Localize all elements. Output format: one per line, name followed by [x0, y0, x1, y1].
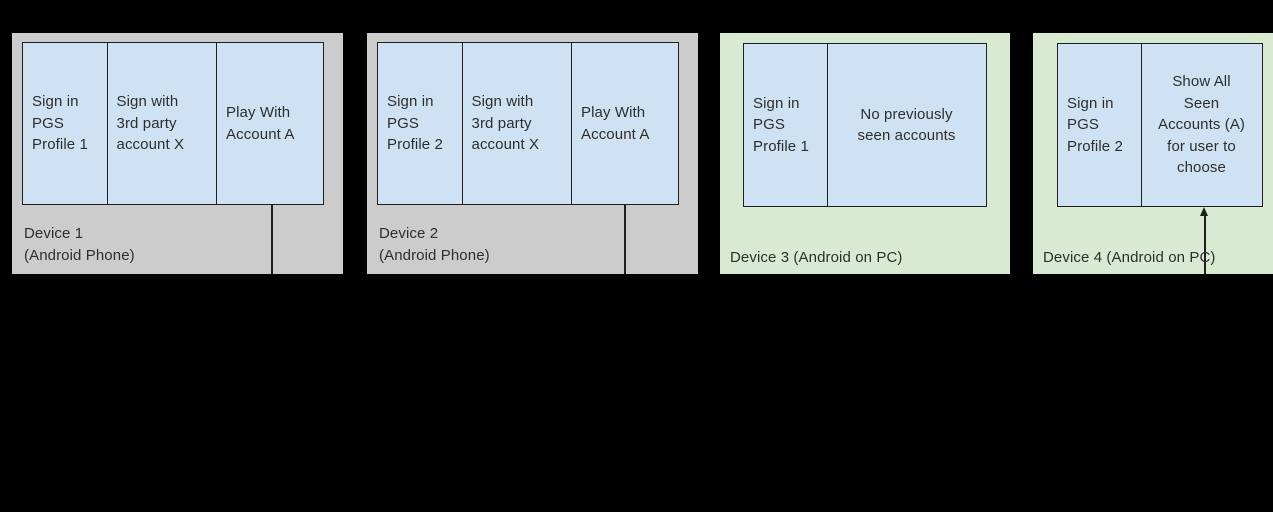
device-2-step-play-account-a: Play With Account A: [571, 42, 679, 205]
device-2-steps: Sign in PGS Profile 2 Sign with 3rd part…: [377, 42, 679, 205]
device-1-steps: Sign in PGS Profile 1 Sign with 3rd part…: [22, 42, 324, 205]
up-arrow-icon: [1200, 207, 1208, 216]
device-3-step-sign-in-pgs: Sign in PGS Profile 1: [743, 43, 828, 207]
device-2-label: Device 2 (Android Phone): [379, 225, 490, 264]
device-1-card: Sign in PGS Profile 1 Sign with 3rd part…: [12, 33, 343, 274]
device-4-step-sign-in-pgs: Sign in PGS Profile 2: [1057, 43, 1142, 207]
device-2-step-sign-in-pgs: Sign in PGS Profile 2: [377, 42, 463, 205]
device-1-label: Device 1 (Android Phone): [24, 225, 135, 264]
device-4-arrow-line: [1204, 215, 1206, 274]
device-4-card: Sign in PGS Profile 2 Show All Seen Acco…: [1033, 33, 1273, 274]
device-2-card: Sign in PGS Profile 2 Sign with 3rd part…: [367, 33, 698, 274]
device-3-label: Device 3 (Android on PC): [730, 249, 903, 266]
device-1-step-sign-in-pgs: Sign in PGS Profile 1: [22, 42, 108, 205]
device-3-steps: Sign in PGS Profile 1 No previously seen…: [743, 43, 987, 207]
device-4-label: Device 4 (Android on PC): [1043, 249, 1216, 266]
device-2-connector-line: [624, 205, 626, 274]
device-2-step-sign-3rd-party: Sign with 3rd party account X: [461, 42, 573, 205]
device-4-step-show-seen-accounts: Show All Seen Accounts (A) for user to c…: [1140, 43, 1263, 207]
device-1-step-sign-3rd-party: Sign with 3rd party account X: [106, 42, 218, 205]
device-1-connector-line: [271, 205, 273, 274]
device-1-step-play-account-a: Play With Account A: [216, 42, 324, 205]
device-3-step-no-seen-accounts: No previously seen accounts: [826, 43, 987, 207]
device-3-card: Sign in PGS Profile 1 No previously seen…: [720, 33, 1010, 274]
device-4-steps: Sign in PGS Profile 2 Show All Seen Acco…: [1057, 43, 1263, 207]
